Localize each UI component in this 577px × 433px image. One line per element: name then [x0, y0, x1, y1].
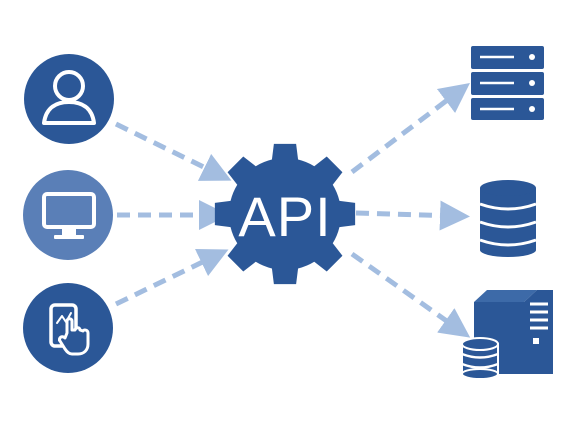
arrow-user-to-api: [114, 121, 232, 181]
client-connectors: [114, 121, 232, 307]
client-mobile: [23, 283, 113, 373]
database-icon: [479, 180, 537, 257]
arrow-api-to-server-rack: [350, 82, 470, 174]
arrow-api-to-database: [355, 200, 470, 231]
backend-database: [479, 180, 537, 257]
arrow-api-to-database-server: [350, 251, 471, 338]
api-label: API: [238, 185, 331, 248]
user-icon: [42, 70, 96, 125]
backend-connectors: [350, 82, 471, 338]
gear-icon: [214, 143, 356, 285]
arrow-mobile-to-api: [114, 249, 229, 307]
client-desktop-circle: [23, 170, 113, 260]
desktop-monitor-icon: [42, 192, 96, 239]
client-desktop: [23, 170, 113, 260]
backend-database-server: [461, 290, 553, 380]
mobile-touch-icon: [49, 303, 90, 356]
client-user: [24, 54, 114, 144]
server-rack-icon: [471, 46, 544, 120]
api-hub: API: [214, 143, 356, 285]
database-server-icon: [461, 290, 553, 380]
backend-server-rack: [471, 46, 544, 120]
